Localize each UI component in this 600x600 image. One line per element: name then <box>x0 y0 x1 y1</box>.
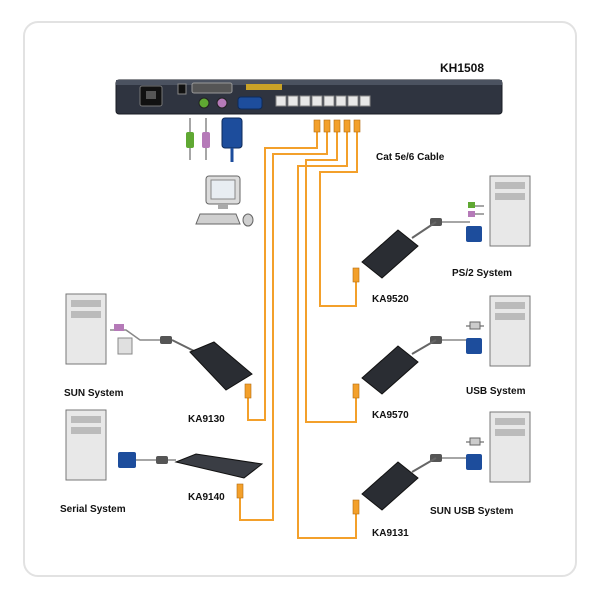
rj45-plug <box>333 119 341 133</box>
adapter-ferrite-icon <box>160 336 172 344</box>
drive-bay <box>495 418 525 425</box>
ps2-system-label: PS/2 System <box>452 268 512 279</box>
sun-usb-system-label: SUN USB System <box>430 506 513 517</box>
switch-small-port <box>177 83 187 95</box>
ka9570-adapter-icon <box>361 345 419 395</box>
ps2-mouse-port-icon <box>216 97 228 109</box>
monitor-stand <box>218 204 228 209</box>
cat5-cables <box>239 132 358 539</box>
db25-port-icon <box>191 82 233 94</box>
cable-ka9131 <box>297 132 357 539</box>
ka9520-adapter-icon <box>361 229 419 279</box>
monitor-screen <box>210 179 236 200</box>
rj45-plug <box>323 119 331 133</box>
rj45-plug <box>244 383 252 399</box>
ka9570-label: KA9570 <box>372 410 409 421</box>
vga-plug-icon <box>466 226 482 242</box>
usb-system-label: USB System <box>466 386 526 397</box>
ka9140-label: KA9140 <box>188 492 225 503</box>
sun-system-label: SUN System <box>64 388 124 399</box>
ps2-mouse-plug-icon <box>202 132 210 148</box>
ka9131-adapter-icon <box>361 461 419 511</box>
serial-system-label: Serial System <box>60 504 126 515</box>
rj45-plugs <box>236 119 361 515</box>
ps2-system-tower-icon <box>489 175 531 247</box>
drive-bay <box>71 311 101 318</box>
ps2-purple-plug-icon <box>468 211 475 217</box>
ka9140-adapter-icon <box>174 453 264 479</box>
kvm-switch <box>115 79 503 115</box>
rj45-plug <box>236 483 244 499</box>
drive-bay <box>71 300 101 307</box>
rj45-plug <box>352 267 360 283</box>
serial-system-tower-icon <box>65 409 107 481</box>
rj45-port <box>335 95 347 107</box>
keyboard-icon <box>195 213 241 225</box>
adapter-cable <box>411 339 437 355</box>
rj45-port-row <box>275 95 371 107</box>
cable-ka9520 <box>319 132 358 307</box>
usb-plug-icon <box>469 437 481 446</box>
adapter-cable <box>171 339 197 353</box>
vga-plug-icon <box>221 117 243 149</box>
console-workstation <box>195 175 254 227</box>
rj45-port <box>323 95 335 107</box>
rj45-port <box>347 95 359 107</box>
adapter-ferrite-icon <box>156 456 168 464</box>
switch-model-label: KH1508 <box>440 61 484 75</box>
drive-bay <box>495 429 525 436</box>
serial-plug-icon <box>118 452 136 468</box>
ps2-keyboard-port-icon <box>198 97 210 109</box>
rj45-plug <box>352 383 360 399</box>
console-cables <box>186 117 243 162</box>
drive-bay <box>71 427 101 434</box>
label-strip <box>246 84 282 90</box>
usb-plug-icon <box>469 321 481 330</box>
vga-plug-icon <box>466 338 482 354</box>
drive-bay <box>495 182 525 189</box>
cable-ka9570 <box>305 132 357 423</box>
sun-plug-block-icon <box>117 337 133 355</box>
rj45-plug <box>313 119 321 133</box>
vga-plug-icon <box>466 454 482 470</box>
power-inlet-socket <box>146 91 156 99</box>
adapter-cable <box>411 457 437 473</box>
sun-usb-system-tower-icon <box>489 411 531 483</box>
drive-bay <box>495 193 525 200</box>
sun-system-tower-icon <box>65 293 107 365</box>
ka9131-label: KA9131 <box>372 528 409 539</box>
ka9130-label: KA9130 <box>188 414 225 425</box>
drive-bay <box>495 313 525 320</box>
sun-plug-icon <box>114 324 124 331</box>
rj45-port <box>287 95 299 107</box>
drive-bay <box>71 416 101 423</box>
rj45-plug <box>352 499 360 515</box>
ka9520-label: KA9520 <box>372 294 409 305</box>
ps2-keyboard-plug-icon <box>186 132 194 148</box>
rj45-port <box>275 95 287 107</box>
usb-system-tower-icon <box>489 295 531 367</box>
rj45-port <box>311 95 323 107</box>
mouse-icon <box>242 213 254 227</box>
switch-top-edge <box>116 80 502 85</box>
adapter-cable <box>411 221 437 239</box>
vga-port-icon <box>237 96 263 110</box>
rj45-port <box>359 95 371 107</box>
diagram-frame <box>23 21 577 577</box>
rj45-port <box>299 95 311 107</box>
drive-bay <box>495 302 525 309</box>
rj45-plug <box>353 119 361 133</box>
cable-ka9140 <box>239 132 328 521</box>
rj45-plug <box>343 119 351 133</box>
cable-label: Cat 5e/6 Cable <box>376 152 445 163</box>
ka9130-adapter-icon <box>189 341 253 391</box>
cable-ka9130 <box>247 132 318 421</box>
ps2-green-plug-icon <box>468 202 475 208</box>
